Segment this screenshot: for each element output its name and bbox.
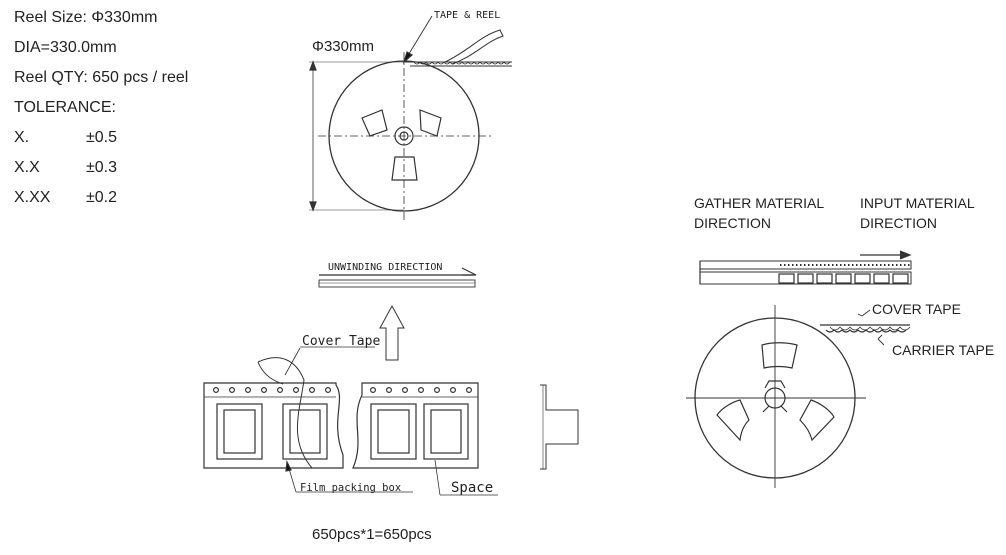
- unwinding-direction-label: UNWINDING DIRECTION: [328, 262, 443, 273]
- reel-qty-text: Reel QTY: 650 pcs / reel: [14, 69, 189, 86]
- tolerance-key: X.: [14, 129, 30, 146]
- tolerance-title: TOLERANCE:: [14, 99, 116, 116]
- tolerance-value: ±0.5: [86, 129, 118, 146]
- diameter-text: DIA=330.0mm: [14, 39, 117, 56]
- input-direction-label-1: INPUT MATERIAL: [860, 195, 975, 211]
- right-cover-tape-label: COVER TAPE: [872, 301, 961, 317]
- carrier-tape-drawing: [203, 346, 579, 496]
- tolerance-key: X.X: [14, 159, 40, 176]
- unwinding-arrow: [318, 267, 477, 361]
- input-direction-label-2: DIRECTION: [860, 215, 937, 231]
- cover-tape-label: Cover Tape: [302, 334, 381, 349]
- tolerance-value: ±0.3: [86, 159, 118, 176]
- quantity-footer: 650pcs*1=650pcs: [312, 526, 432, 543]
- gather-direction-label-2: DIRECTION: [694, 215, 771, 231]
- carrier-tape-label: CARRIER TAPE: [892, 342, 995, 358]
- film-packing-box-label: Film packing box: [300, 482, 402, 494]
- tape-reel-label: TAPE & REEL: [434, 10, 501, 21]
- feeder-drawing: [686, 250, 912, 488]
- space-label: Space: [451, 480, 494, 496]
- tolerance-key: X.XX: [14, 189, 51, 206]
- tolerance-value: ±0.2: [86, 189, 118, 206]
- gather-direction-label-1: GATHER MATERIAL: [694, 195, 825, 211]
- reel-size-text: Reel Size: Φ330mm: [14, 9, 158, 26]
- top-reel: [309, 15, 512, 220]
- reel-diameter-label: Φ330mm: [312, 38, 374, 55]
